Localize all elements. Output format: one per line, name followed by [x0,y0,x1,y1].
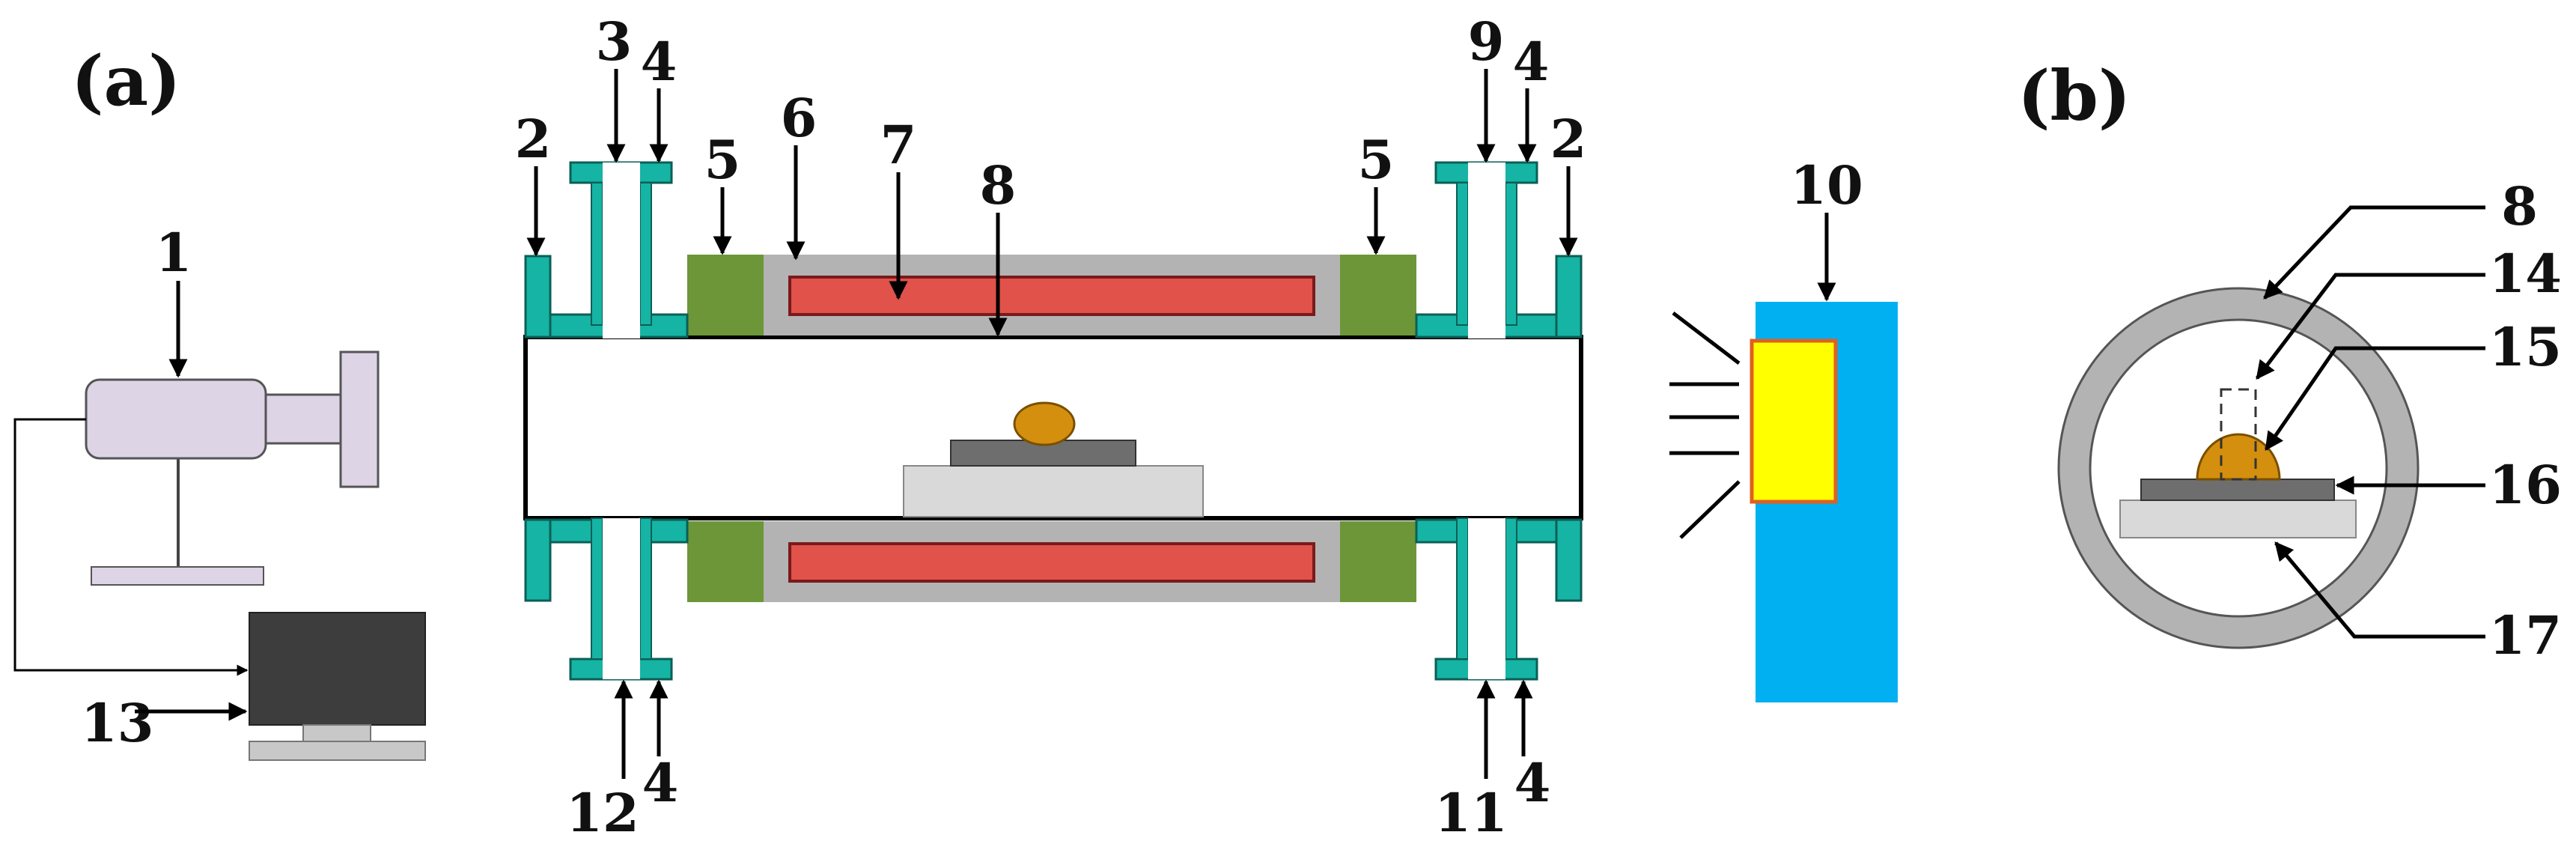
port-top-left-wall-r [639,182,652,326]
callout-13: 13 [81,692,153,754]
callout-12: 12 [566,782,639,844]
callout-4-top-right: 4 [1513,31,1550,93]
port-top-right-bore [1468,163,1505,339]
end-cap-top-right [1340,255,1416,336]
callout-b16: 16 [2489,454,2562,516]
inlet-port-bottom-right [1434,517,1538,681]
cross-section-base [2119,500,2357,538]
light-ray-5 [1679,480,1741,539]
end-cap-top-left [687,255,764,336]
camera-lens-hood [339,350,380,488]
end-cap-bottom-right [1340,521,1416,602]
sample-base [903,465,1204,517]
callout-b8-arrow [2263,205,2485,300]
flange-right-bottom-plate [1555,518,1583,602]
port-top-right-wall-l [1456,182,1469,326]
callout-4-top-left: 4 [641,31,678,93]
callout-4-bottom-right: 4 [1514,752,1551,814]
cross-section-substrate [2140,479,2335,501]
callout-8: 8 [980,154,1017,216]
port-bottom-right-bore [1468,518,1505,679]
monitor-screen [249,612,426,726]
port-bottom-left-bore [603,518,640,679]
inlet-port-top-left [569,161,673,339]
sample-substrate [950,440,1136,467]
camera-cable [13,418,249,676]
light-ray-1 [1672,312,1741,365]
outlet-port-top-right [1434,161,1538,339]
callout-6: 6 [781,87,817,149]
heater-top [788,276,1315,316]
port-top-left-wall-l [591,182,603,326]
monitor [249,612,426,761]
callout-b8: 8 [2501,175,2538,237]
light-window [1750,339,1838,504]
monitor-neck [302,724,371,742]
cross-section-droplet [2196,433,2281,481]
heater-bottom [788,542,1315,583]
callout-b14: 14 [2489,243,2562,305]
callout-b15-arrow [2264,346,2485,452]
light-rays [1669,312,1741,539]
port-bottom-right-wall-l [1456,517,1469,660]
callout-9: 9 [1468,10,1505,73]
end-cap-bottom-left [687,521,764,602]
flange-right-top-plate [1555,255,1583,339]
callout-5-left: 5 [704,129,741,191]
dashed-region [2220,388,2257,481]
callout-4-bottom-left: 4 [642,752,679,814]
camera-stand-base [91,566,264,586]
monitor-base [249,741,426,761]
callout-2-right: 2 [1550,108,1587,170]
callout-1: 1 [156,222,192,284]
callout-7: 7 [880,114,917,176]
callout-11: 11 [1434,782,1507,844]
panel-b-label: (b) [2018,55,2131,136]
flange-left-bottom-plate [524,518,552,602]
port-top-right-wall-r [1505,182,1517,326]
callout-3: 3 [596,10,633,73]
callout-b17: 17 [2489,604,2562,667]
callout-10: 10 [1790,154,1863,216]
droplet [1013,401,1076,446]
callout-b17-arrow [2274,541,2485,639]
camera [85,350,380,586]
panel-a-label: (a) [71,40,181,121]
flange-left-top-plate [524,255,552,339]
port-top-left-bore [603,163,640,339]
camera-lens [264,393,342,445]
port-bottom-left-wall-l [591,517,603,660]
port-bottom-right-wall-r [1505,517,1517,660]
callout-2-left: 2 [515,108,552,170]
callout-b14-arrow [2256,273,2485,380]
camera-body [85,378,267,460]
callout-5-right: 5 [1358,129,1395,191]
callout-b15: 15 [2489,316,2562,378]
outlet-port-bottom-left [569,517,673,681]
port-bottom-left-wall-r [639,517,652,660]
